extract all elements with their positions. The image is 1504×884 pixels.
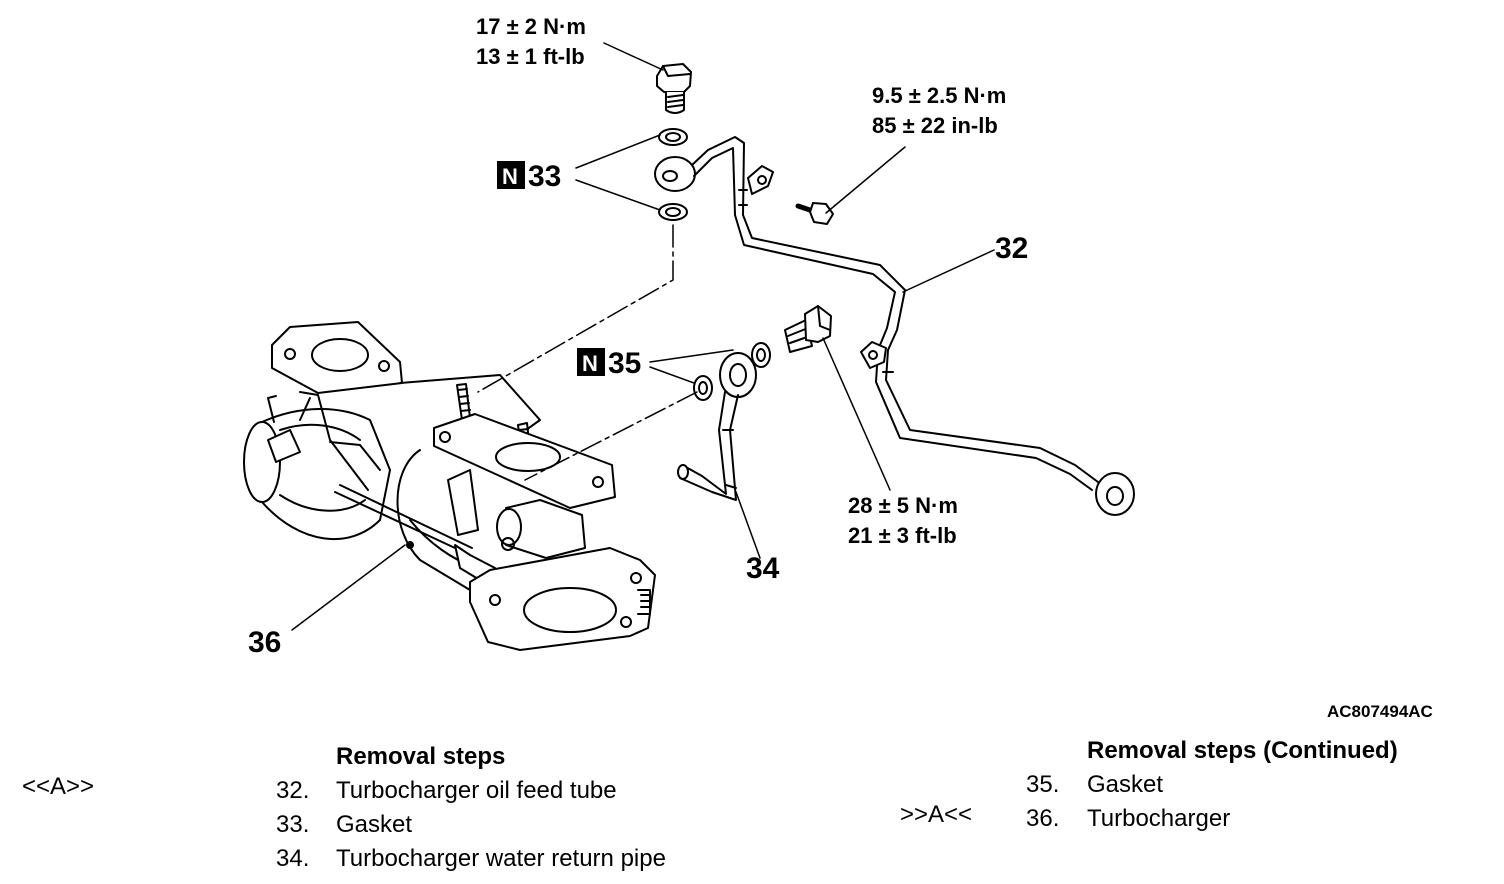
step-text: Turbocharger oil feed tube (336, 777, 617, 804)
removal-mark-right: >>A<< (900, 801, 973, 828)
n-mark-35: N (582, 351, 598, 376)
step-text: Gasket (336, 811, 413, 838)
step-number: 36. (1026, 805, 1060, 832)
list-item: 32. Turbocharger oil feed tube (276, 774, 756, 808)
n-mark-box-35 (577, 348, 605, 376)
water-return-pipe-icon (677, 352, 757, 501)
gasket-33-upper-icon (658, 128, 688, 146)
callout-32: 32 (995, 232, 1028, 265)
bracket-bolt-icon (795, 202, 834, 225)
step-text: Turbocharger (1087, 805, 1231, 832)
n-mark-33: N (502, 164, 518, 189)
figure-id: AC807494AC (1327, 702, 1433, 721)
list-item: 33. Gasket (276, 808, 756, 842)
step-number: 32. (276, 777, 310, 804)
removal-steps-title: Removal steps (336, 743, 506, 770)
callout-36: 36 (248, 626, 281, 659)
gasket-35-left-icon (693, 375, 713, 401)
step-text: Gasket (1087, 771, 1164, 798)
removal-steps-right: Removal steps (Continued) 35. Gasket 36.… (1026, 734, 1466, 836)
torque-bracket-imperial: 85 ± 22 in-lb (872, 113, 998, 138)
turbocharger-icon (243, 321, 656, 651)
leader-lines (291, 42, 995, 631)
banjo-bolt-upper-icon (656, 63, 692, 114)
eye-bolt-icon (784, 305, 832, 353)
step-number: 34. (276, 845, 310, 872)
list-item: 35. Gasket (1026, 768, 1466, 802)
torque-bracket-metric: 9.5 ± 2.5 N·m (872, 83, 1006, 108)
callout-35: 35 (608, 347, 641, 380)
torque-eyebolt-imperial: 21 ± 3 ft-lb (848, 523, 957, 548)
step-text: Turbocharger water return pipe (336, 845, 666, 872)
removal-steps-continued-title: Removal steps (Continued) (1087, 737, 1398, 764)
torque-eyebolt-metric: 28 ± 5 N·m (848, 493, 958, 518)
torque-upper-metric: 17 ± 2 N·m (476, 14, 586, 39)
torque-upper-imperial: 13 ± 1 ft-lb (476, 44, 585, 69)
oil-feed-tube-icon (654, 136, 1135, 516)
gasket-33-lower-icon (658, 203, 688, 221)
removal-steps-left: Removal steps 32. Turbocharger oil feed … (276, 740, 756, 876)
step-number: 35. (1026, 771, 1060, 798)
list-item: 36. Turbocharger (1026, 802, 1466, 836)
callout-34: 34 (746, 552, 780, 585)
gasket-35-right-icon (751, 342, 771, 368)
removal-mark-left: <<A>> (22, 773, 95, 800)
step-number: 33. (276, 811, 310, 838)
list-item: 34. Turbocharger water return pipe (276, 842, 756, 876)
callout-33: 33 (528, 160, 561, 193)
n-mark-box-33 (497, 161, 525, 189)
